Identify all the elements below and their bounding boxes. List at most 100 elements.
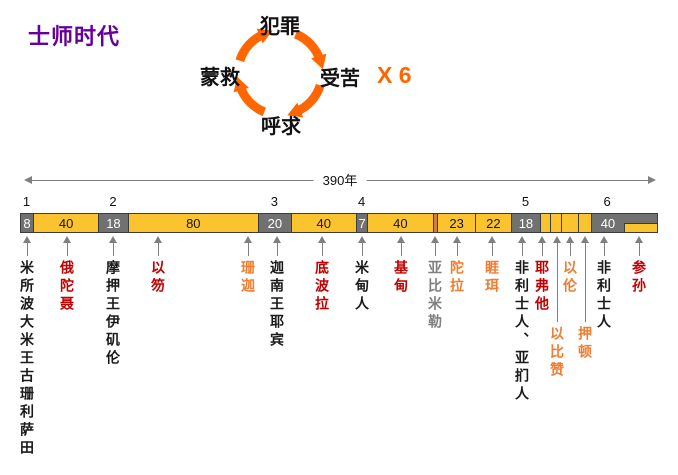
leader-arrow-icon bbox=[358, 236, 366, 243]
leader-arrow-icon bbox=[581, 236, 589, 243]
right-arrowhead-icon bbox=[648, 176, 656, 184]
timeline-name-label: 以伦 bbox=[562, 260, 578, 296]
cycle-number: 3 bbox=[270, 194, 279, 209]
segment-years-label: 40 bbox=[393, 215, 408, 231]
segment-years-label: 80 bbox=[186, 215, 201, 231]
timeline-segment-oppressor: 18 bbox=[99, 214, 129, 232]
leader-line bbox=[26, 243, 28, 256]
timeline-name-label: 非利士人 bbox=[596, 260, 612, 332]
timeline-label-column: 底波拉 bbox=[314, 236, 330, 314]
cycle-number: 2 bbox=[109, 194, 117, 209]
timeline-name-label: 非利士人、亚扪人 bbox=[514, 260, 530, 404]
timeline-segment-usurper bbox=[433, 214, 439, 232]
total-span-arrow: 390年 bbox=[24, 173, 656, 189]
timeline-name-label: 陀拉 bbox=[449, 260, 465, 296]
timeline-label-column: 以比赞 bbox=[549, 236, 565, 380]
leader-line bbox=[638, 243, 640, 256]
judge-overlap-bar bbox=[624, 223, 657, 232]
timeline-label-column: 耶弗他 bbox=[534, 236, 550, 314]
leader-line bbox=[456, 243, 458, 256]
timeline-name-label: 耶弗他 bbox=[534, 260, 550, 314]
leader-line bbox=[584, 243, 586, 322]
arc-suffer-to-cry-icon bbox=[287, 83, 325, 118]
timeline-label-column: 珊迦 bbox=[240, 236, 256, 296]
timeline-label-column: 俄陀聂 bbox=[59, 236, 75, 314]
timeline-label-column: 参孙 bbox=[631, 236, 647, 296]
leader-line bbox=[434, 243, 436, 256]
segment-years-label: 18 bbox=[106, 215, 121, 231]
arc-saved-to-sin-icon bbox=[235, 28, 273, 63]
timeline-name-label: 睚珥 bbox=[484, 260, 500, 296]
cycle-number: 6 bbox=[603, 194, 611, 209]
leader-line bbox=[66, 243, 68, 256]
timeline-segment-oppressor: 40 bbox=[591, 214, 657, 232]
timeline-label-column: 非利士人 bbox=[596, 236, 612, 332]
timeline-name-label: 米所波大米王古珊利萨田 bbox=[19, 260, 35, 458]
timeline-label-column: 以笏 bbox=[150, 236, 166, 296]
leader-arrow-icon bbox=[318, 236, 326, 243]
leader-line bbox=[521, 243, 523, 256]
timeline-label-column: 以伦 bbox=[562, 236, 578, 296]
segment-years-label: 22 bbox=[486, 215, 501, 231]
leader-arrow-icon bbox=[488, 236, 496, 243]
leader-arrow-icon bbox=[518, 236, 526, 243]
page-title: 士师时代 bbox=[28, 24, 121, 49]
leader-line bbox=[157, 243, 159, 256]
timeline-segment-judge: 40 bbox=[368, 214, 434, 232]
leader-arrow-icon bbox=[109, 236, 117, 243]
segment-years-label: 40 bbox=[600, 215, 616, 231]
cycle-multiplier: X 6 bbox=[377, 62, 412, 88]
leader-line bbox=[541, 243, 543, 256]
timeline-name-label: 押顿 bbox=[577, 326, 593, 362]
timeline-name-label: 以笏 bbox=[150, 260, 166, 296]
timeline-segment-judge: 40 bbox=[291, 214, 357, 232]
timeline-label-column: 陀拉 bbox=[449, 236, 465, 296]
timeline-name-label: 米甸人 bbox=[354, 260, 370, 314]
segment-years-label: 18 bbox=[518, 215, 534, 231]
leader-line bbox=[400, 243, 402, 256]
cycle-step-sin: 犯罪 bbox=[260, 16, 300, 38]
cycle-step-suffering: 受苦 bbox=[320, 68, 360, 90]
timeline-label-column: 押顿 bbox=[577, 236, 593, 362]
total-years-label: 390年 bbox=[313, 173, 367, 188]
arc-sin-to-suffer-icon bbox=[293, 29, 327, 70]
segment-years-label: 40 bbox=[316, 215, 331, 231]
timeline-name-label: 以比赞 bbox=[549, 326, 565, 380]
timeline-name-label: 摩押王伊矶伦 bbox=[105, 260, 121, 368]
timeline-label-column: 迦南王耶宾 bbox=[269, 236, 285, 350]
cycle-number: 4 bbox=[358, 194, 366, 209]
timeline-label-column: 非利士人、亚扪人 bbox=[514, 236, 530, 404]
cycle-step-saved: 蒙救 bbox=[200, 67, 240, 89]
leader-arrow-icon bbox=[23, 236, 31, 243]
leader-line bbox=[491, 243, 493, 256]
leader-arrow-icon bbox=[553, 236, 561, 243]
timeline-label-column: 摩押王伊矶伦 bbox=[105, 236, 121, 368]
leader-line bbox=[276, 243, 278, 256]
timeline-label-column: 睚珥 bbox=[484, 236, 500, 296]
timeline-name-label: 参孙 bbox=[631, 260, 647, 296]
leader-arrow-icon bbox=[538, 236, 546, 243]
timeline-label-column: 基甸 bbox=[393, 236, 409, 296]
leader-line bbox=[321, 243, 323, 256]
leader-line bbox=[556, 243, 558, 322]
leader-arrow-icon bbox=[244, 236, 252, 243]
timeline-label-column: 米甸人 bbox=[354, 236, 370, 314]
timeline-segment-judge: 40 bbox=[34, 214, 100, 232]
timeline-segment-oppressor: 7 bbox=[356, 214, 369, 232]
cycle-number: 1 bbox=[22, 194, 31, 209]
timeline-segment-oppressor: 18 bbox=[511, 214, 542, 232]
timeline-segment-judge: 23 bbox=[438, 214, 476, 232]
timeline-name-label: 亚比米勒 bbox=[427, 260, 443, 332]
cycle-step-cry-out: 呼求 bbox=[261, 116, 301, 138]
timeline-segment-judge bbox=[562, 214, 579, 232]
timeline-name-label: 底波拉 bbox=[314, 260, 330, 314]
leader-arrow-icon bbox=[273, 236, 281, 243]
timeline-label-column: 米所波大米王古珊利萨田 bbox=[19, 236, 35, 458]
timeline-name-label: 俄陀聂 bbox=[59, 260, 75, 314]
segment-years-label: 8 bbox=[23, 215, 31, 231]
leader-arrow-icon bbox=[431, 236, 439, 243]
leader-line bbox=[569, 243, 571, 256]
